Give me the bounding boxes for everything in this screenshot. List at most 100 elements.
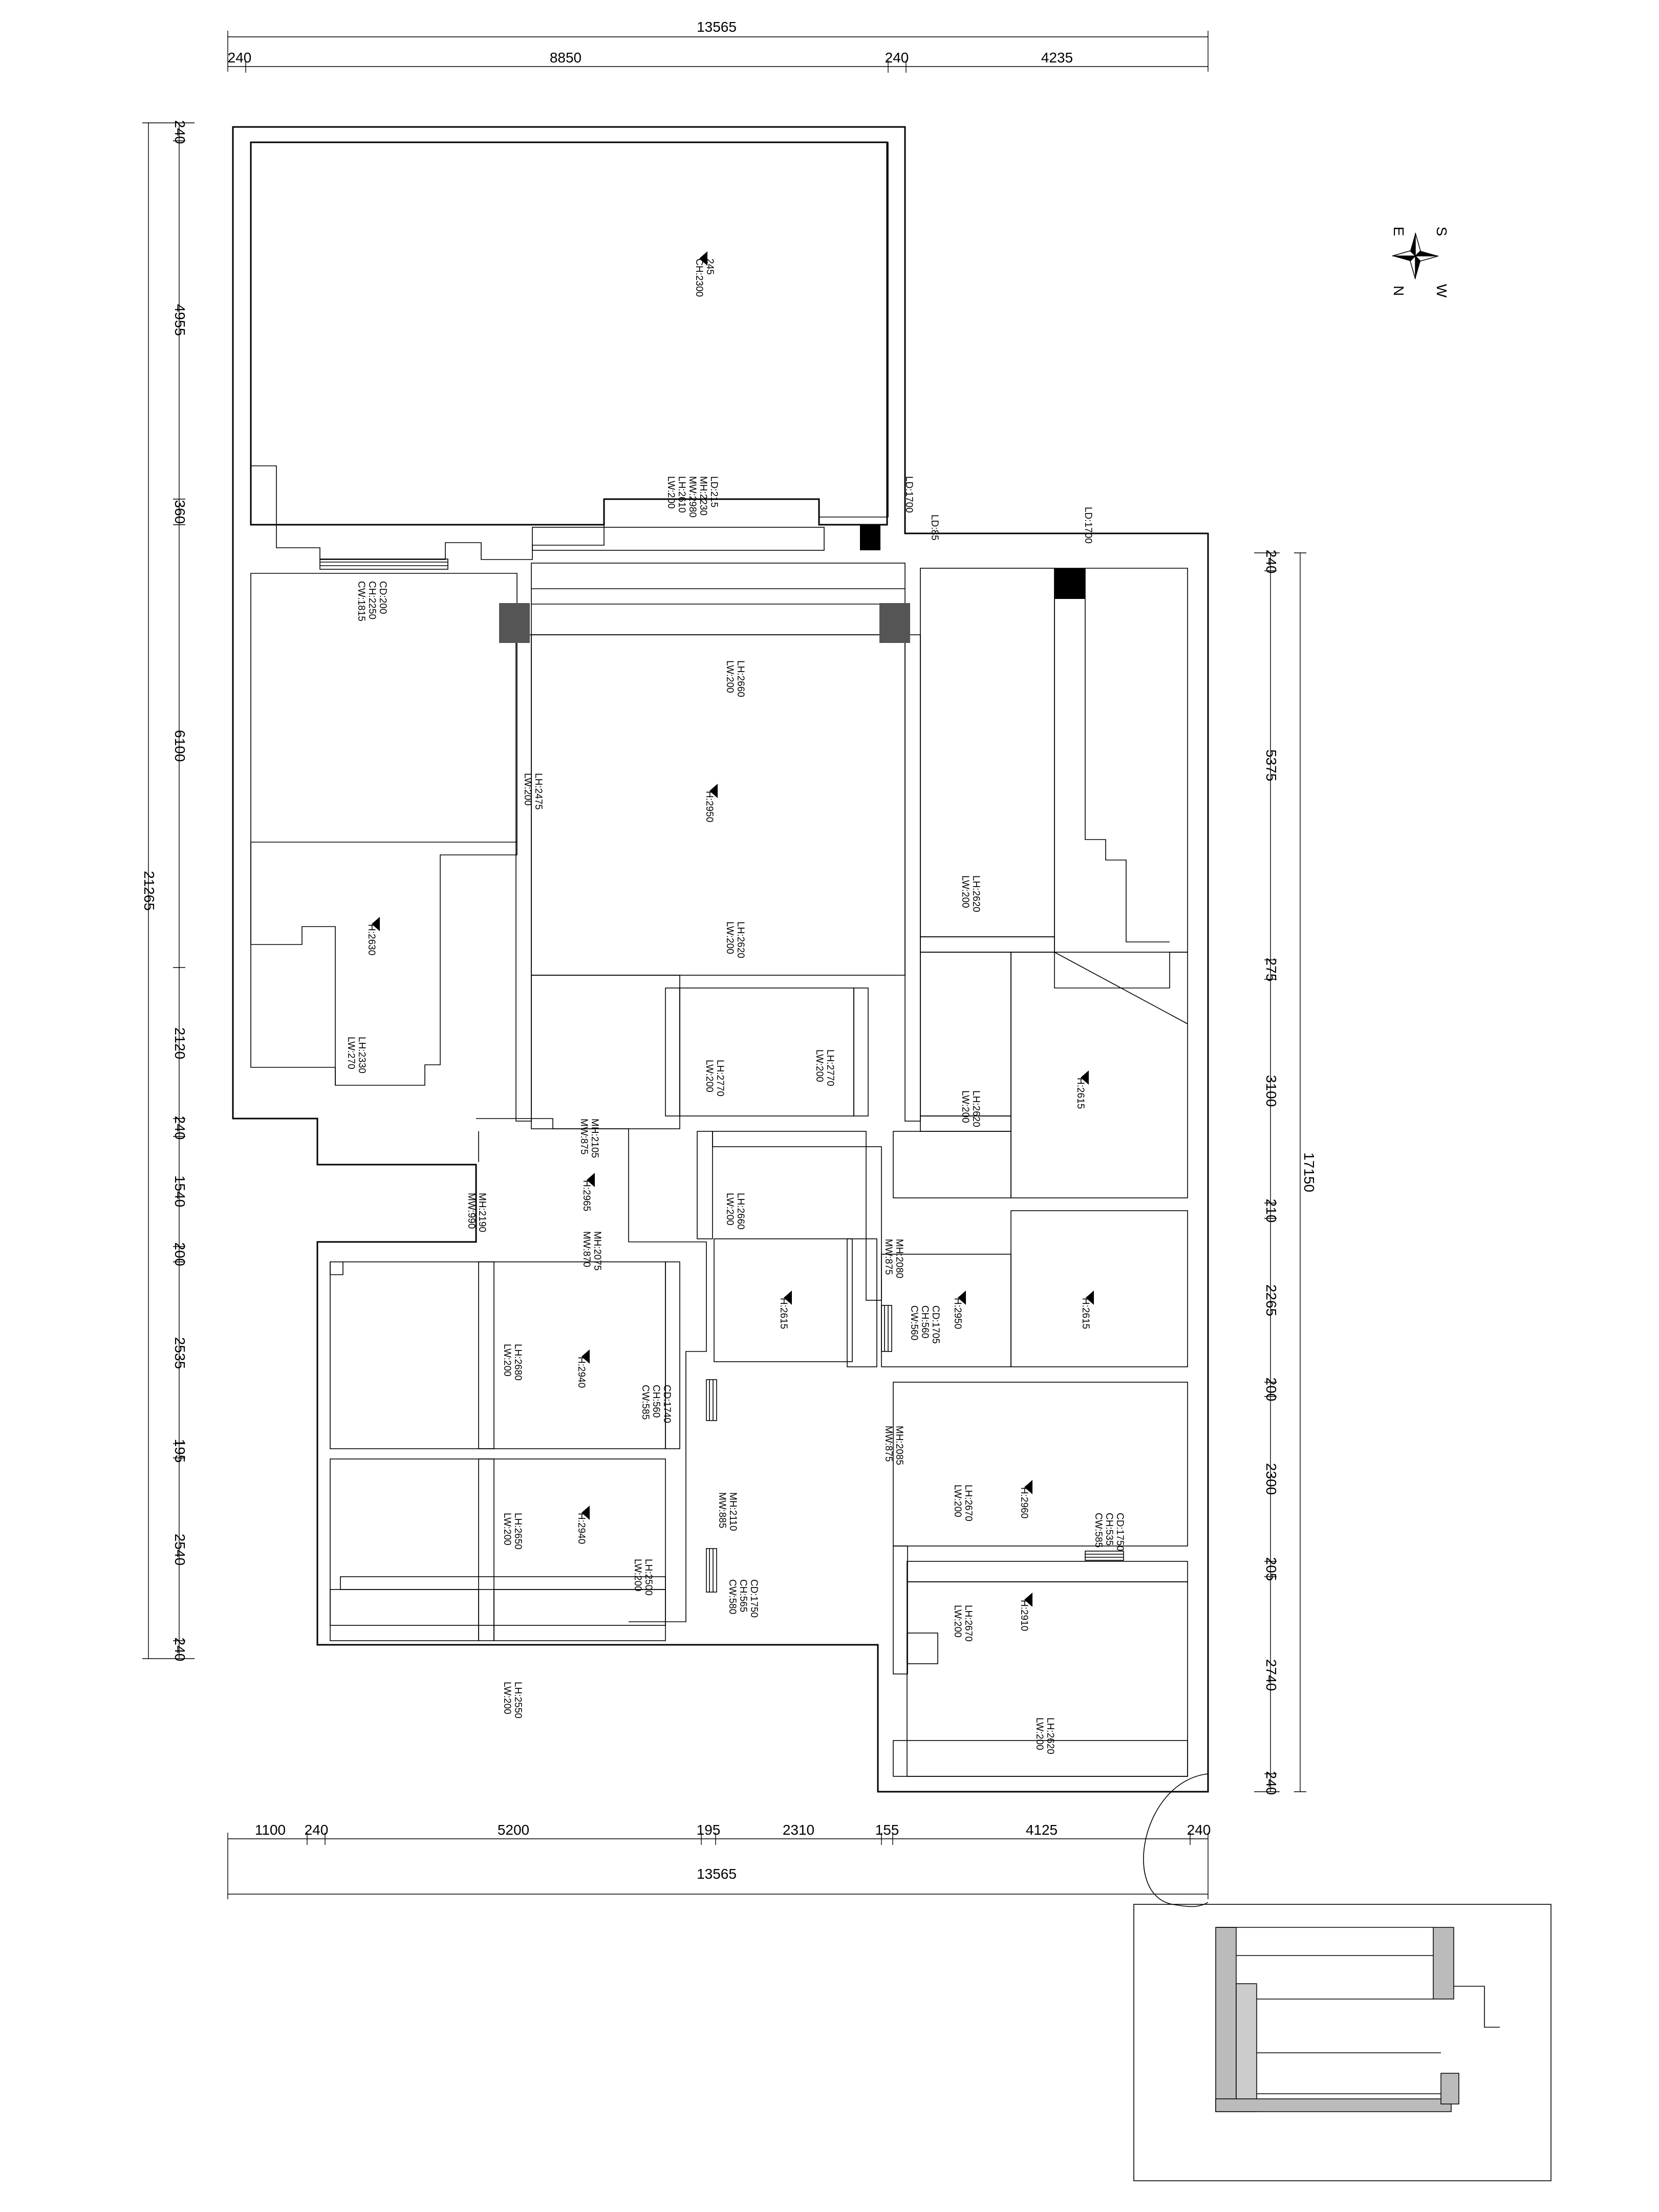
dim-left-segment: 195 (172, 1439, 188, 1463)
annotation-text: LH:2770 (825, 1049, 835, 1086)
annotation-text: LH:2550 (512, 1682, 523, 1719)
annotation-text: CD:1750 (748, 1579, 759, 1618)
annotation-text: LW:270 (346, 1037, 356, 1069)
room-west (250, 573, 518, 1086)
annotation-text: LH:2660 (735, 660, 746, 697)
elevation-marker-icon (1024, 1480, 1032, 1494)
room-living (531, 634, 906, 976)
annotation-text: LW:200 (724, 1193, 735, 1226)
annotation-text: CH:560 (919, 1305, 930, 1338)
annotation-text: LD:215 (708, 476, 719, 507)
annotation-text: CH:2300 (694, 259, 704, 297)
dim-right-segment: 275 (1263, 958, 1279, 982)
room-closet-1 (531, 975, 680, 1129)
dim-left-segment: 6100 (172, 730, 188, 762)
annotation-text: H:2615 (1075, 1078, 1086, 1109)
detail-inset (1133, 1904, 1552, 2181)
annotation-text: LD:1700 (1083, 507, 1093, 544)
dim-bottom-segment: 5200 (498, 1822, 529, 1838)
annotation-text: LW:200 (522, 773, 533, 806)
annotation-text: MH:2080 (894, 1239, 904, 1278)
annotation-text: CW:585 (640, 1385, 651, 1420)
dim-right-segment: 2740 (1263, 1659, 1279, 1691)
column (499, 603, 530, 643)
dimension-text: 13565 240 8850 240 4235 1100 240 5200 19… (141, 19, 1317, 1882)
annotation-label: H:2630 (366, 917, 380, 955)
annotation-text: LH:2670 (963, 1605, 974, 1642)
outer-wall (232, 126, 1209, 1793)
annotation-text: H:2940 (576, 1513, 587, 1544)
dim-bottom-segment: 240 (1187, 1822, 1211, 1838)
annotation-text: MW:2980 (687, 476, 698, 518)
annotation-text: LD:85 (929, 514, 940, 541)
annotation-text: LH:2610 (676, 476, 687, 513)
dim-bottom-total: 13565 (697, 1866, 737, 1882)
walls (232, 126, 1209, 1793)
annotation-label: LD:1700 (903, 476, 914, 513)
annotation-text: CW:580 (727, 1579, 738, 1614)
elevation-marker-icon (581, 1349, 590, 1364)
annotation-text: LH:2475 (533, 773, 544, 810)
dim-bottom-segment: 4125 (1026, 1822, 1058, 1838)
annotation-text: CW:585 (1093, 1513, 1104, 1548)
compass-letter-n: N (1391, 286, 1407, 296)
elevation-marker-icon (784, 1291, 792, 1305)
dim-right-segment: 3100 (1263, 1075, 1279, 1107)
elevation-marker-icon (581, 1506, 590, 1520)
dim-bottom-segment: 195 (697, 1822, 721, 1838)
annotation-label: H:2910 (1019, 1593, 1032, 1631)
annotation-text: H:2615 (1080, 1298, 1091, 1329)
annotation-text: LH:2650 (512, 1513, 523, 1550)
annotation-text: LW:200 (724, 921, 735, 954)
dim-right-segment: 2300 (1263, 1463, 1279, 1495)
compass-letter-w: W (1434, 284, 1450, 298)
annotation-label: H:2940 (576, 1349, 590, 1388)
dim-left-segment: 1540 (172, 1175, 188, 1207)
annotation-label: LD:85 (929, 514, 940, 541)
annotation-text: CH:535 (1104, 1513, 1114, 1545)
annotation-text: CH:560 (651, 1385, 661, 1418)
dim-right-segment: 240 (1263, 1771, 1279, 1795)
annotation-text: LW:200 (502, 1513, 512, 1545)
annotation-text: CW:1815 (356, 581, 367, 621)
annotation-text: LW:200 (952, 1485, 963, 1517)
annotation-text: MH:2105 (589, 1119, 600, 1158)
elevation-marker-icon (587, 1173, 595, 1187)
annotation-text: H:2615 (778, 1298, 789, 1329)
break-line (1143, 1773, 1209, 1907)
annotation-text: LH:2620 (735, 921, 746, 958)
annotation-text: LH:2770 (715, 1060, 725, 1097)
dim-right-segment: 200 (1263, 1378, 1279, 1402)
annotation-text: LH:2660 (735, 1193, 746, 1230)
dim-right-segment: 210 (1263, 1199, 1279, 1223)
room-service (714, 1238, 853, 1362)
annotation-label: H:2940 (576, 1506, 590, 1544)
column (1054, 568, 1085, 599)
dim-left-total: 21265 (141, 871, 157, 911)
annotation-label: H:2615 (1075, 1070, 1089, 1109)
dim-top-segment: 4235 (1041, 50, 1073, 66)
window-marks (319, 559, 1124, 1593)
annotation-text: H:2950 (704, 791, 715, 822)
annotation-text: H:2965 (581, 1180, 592, 1211)
elevation-marker-icon (1081, 1070, 1089, 1085)
